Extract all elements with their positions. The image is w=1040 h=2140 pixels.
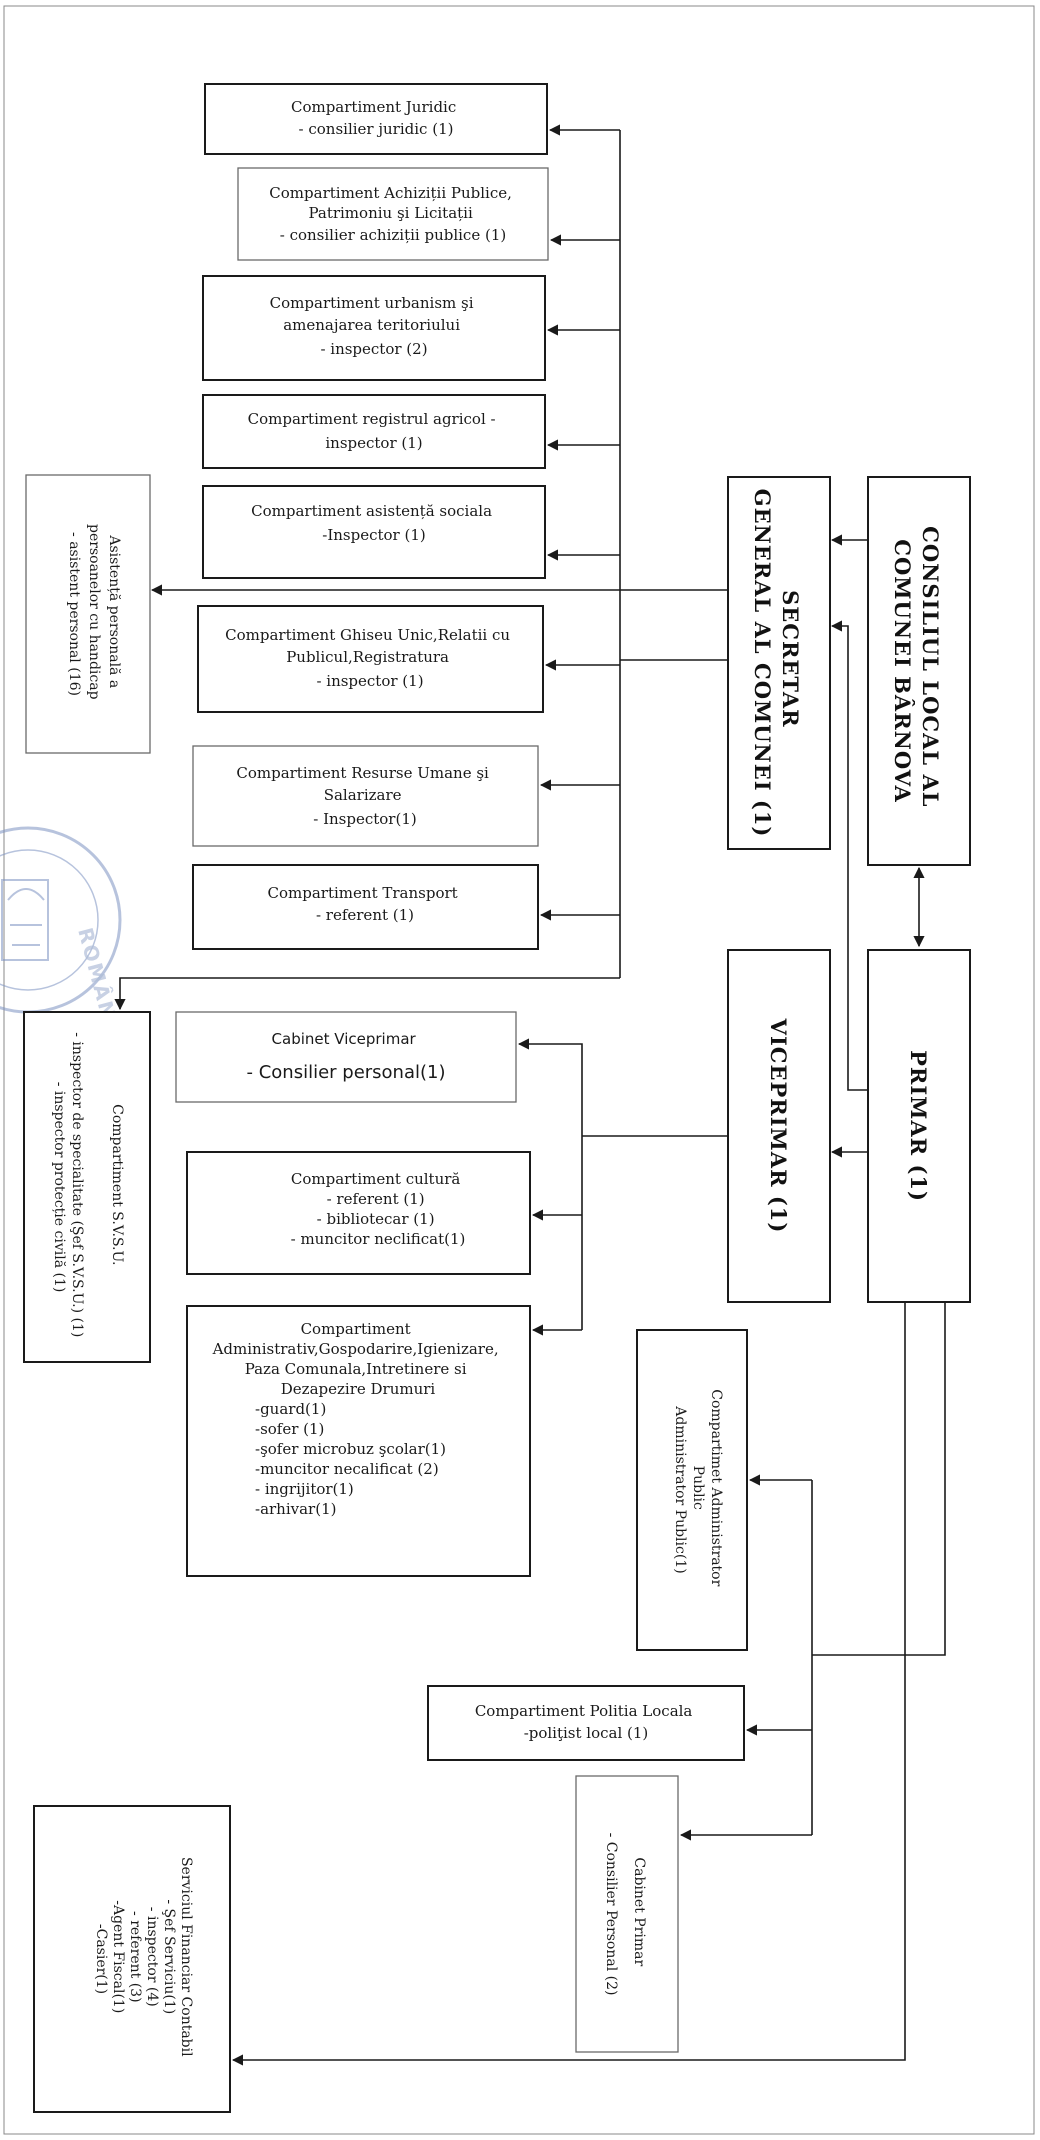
svg-text:Compartimet Administrator: Compartimet Administrator Public Adminis…	[672, 1389, 724, 1591]
svg-text:PRIMAR (1): PRIMAR (1)	[906, 1050, 931, 1202]
vice-mayor-box: VICEPRIMAR (1)	[727, 949, 831, 1303]
vice-mayor-line-1: VICEPRIMAR (1)	[766, 1018, 791, 1234]
svg-text:Compartiment Juridic - c: Compartiment Juridic - consilier juridic…	[291, 98, 461, 138]
dept-transport: Compartiment Transport - referent (1)	[192, 864, 539, 950]
svg-text:-guard(1) -sofer (1): -guard(1) -sofer (1) -şofer microbuz şco…	[255, 1400, 451, 1518]
cabinet-viceprimar: Cabinet Viceprimar - Consilier personal(…	[175, 1011, 517, 1103]
svsu-box: Compartiment S.V.S.U. - inspector de spe…	[23, 1011, 151, 1363]
council-line-2: COMUNEI BÂRNOVA	[890, 539, 915, 802]
svg-text:Cabinet Viceprimar -: Cabinet Viceprimar - Consilier personal(…	[246, 1030, 445, 1083]
svg-text:Cabinet Primar - Consili: Cabinet Primar - Consilier Personal (2)	[603, 1833, 647, 1996]
svg-text:Compartiment asistență social: Compartiment asistență sociala -Inspecto…	[251, 502, 497, 544]
svg-text:Compartiment Administrat: Compartiment Administrativ,Gospodarire,I…	[212, 1320, 504, 1398]
svg-text:Compartiment Resurse Umane şi: Compartiment Resurse Umane şi Salarizare…	[236, 764, 493, 828]
svg-text:CONSILIUL LOCAL AL COMUN: CONSILIUL LOCAL AL COMUNEI BÂRNOVA	[890, 526, 943, 816]
secretary-line-1: SECRETAR	[778, 590, 803, 728]
serviciul-financiar: Serviciul Financiar Contabil - Şef Servi…	[33, 1805, 231, 2113]
svg-text:Compartiment urbanism şi: Compartiment urbanism şi amenajarea teri…	[270, 294, 479, 358]
mayor-line-1: PRIMAR (1)	[906, 1050, 931, 1202]
dept-urbanism: Compartiment urbanism şi amenajarea teri…	[202, 275, 546, 381]
dept-asistenta-sociala: Compartiment asistență sociala -Inspecto…	[202, 485, 546, 579]
secretary-box: SECRETAR GENERAL AL COMUNEI (1)	[727, 476, 831, 850]
dept-ghiseu-unic: Compartiment Ghiseu Unic,Relatii cu Publ…	[197, 605, 544, 713]
mayor-box: PRIMAR (1)	[867, 949, 971, 1303]
council-line-1: CONSILIUL LOCAL AL	[918, 526, 943, 807]
dept-achizitii: Compartiment Achiziții Publice, Patrimon…	[237, 167, 549, 261]
connectors	[114, 124, 946, 2066]
svg-text:Serviciul Financiar Contabil: Serviciul Financiar Contabil - Şef Servi…	[93, 1857, 194, 2061]
svg-text:Compartiment registrul agricol: Compartiment registrul agricol - inspect…	[248, 410, 501, 452]
council-box: CONSILIUL LOCAL AL COMUNEI BÂRNOVA	[867, 476, 971, 866]
svg-text:Compartiment Ghiseu Unic,Rela: Compartiment Ghiseu Unic,Relatii cu Publ…	[225, 626, 515, 690]
svg-text:Compartiment cultură - r: Compartiment cultură - referent (1) - bi…	[291, 1170, 466, 1248]
dept-cultura: Compartiment cultură - referent (1) - bi…	[186, 1151, 531, 1275]
secretary-line-2: GENERAL AL COMUNEI (1)	[750, 489, 775, 838]
svg-text:Compartiment Achiziții Publice: Compartiment Achiziții Publice, Patrimon…	[269, 184, 516, 244]
svg-text:SECRETAR GENERAL AL COMU: SECRETAR GENERAL AL COMUNEI (1)	[750, 489, 803, 838]
svg-text:Asistență personală a pe: Asistență personală a persoanelor cu han…	[66, 524, 122, 704]
dept-registru-agricol: Compartiment registrul agricol - inspect…	[202, 394, 546, 469]
page-border	[3, 5, 1035, 2135]
dept-resurse-umane: Compartiment Resurse Umane şi Salarizare…	[192, 745, 539, 847]
dept-politia-locala: Compartiment Politia Locala -poliţist lo…	[427, 1685, 745, 1761]
dept-administrativ: Compartiment Administrativ,Gospodarire,I…	[186, 1305, 531, 1577]
svg-text:VICEPRIMAR (1): VICEPRIMAR (1)	[766, 1018, 791, 1234]
svg-text:Compartiment Politia Locala: Compartiment Politia Locala -poliţist lo…	[475, 1702, 697, 1742]
svg-text:Compartiment Transport -: Compartiment Transport - referent (1)	[268, 884, 463, 924]
dept-juridic: Compartiment Juridic - consilier juridic…	[204, 83, 548, 155]
dept-administrator-public: Compartimet Administrator Public Adminis…	[636, 1329, 748, 1651]
cabinet-primar: Cabinet Primar - Consilier Personal (2)	[575, 1775, 679, 2053]
svg-text:Compartiment S.V.S.U. -: Compartiment S.V.S.U. - inspector de spe…	[51, 1032, 125, 1342]
personal-assistance-box: Asistență personală a persoanelor cu han…	[25, 474, 151, 754]
